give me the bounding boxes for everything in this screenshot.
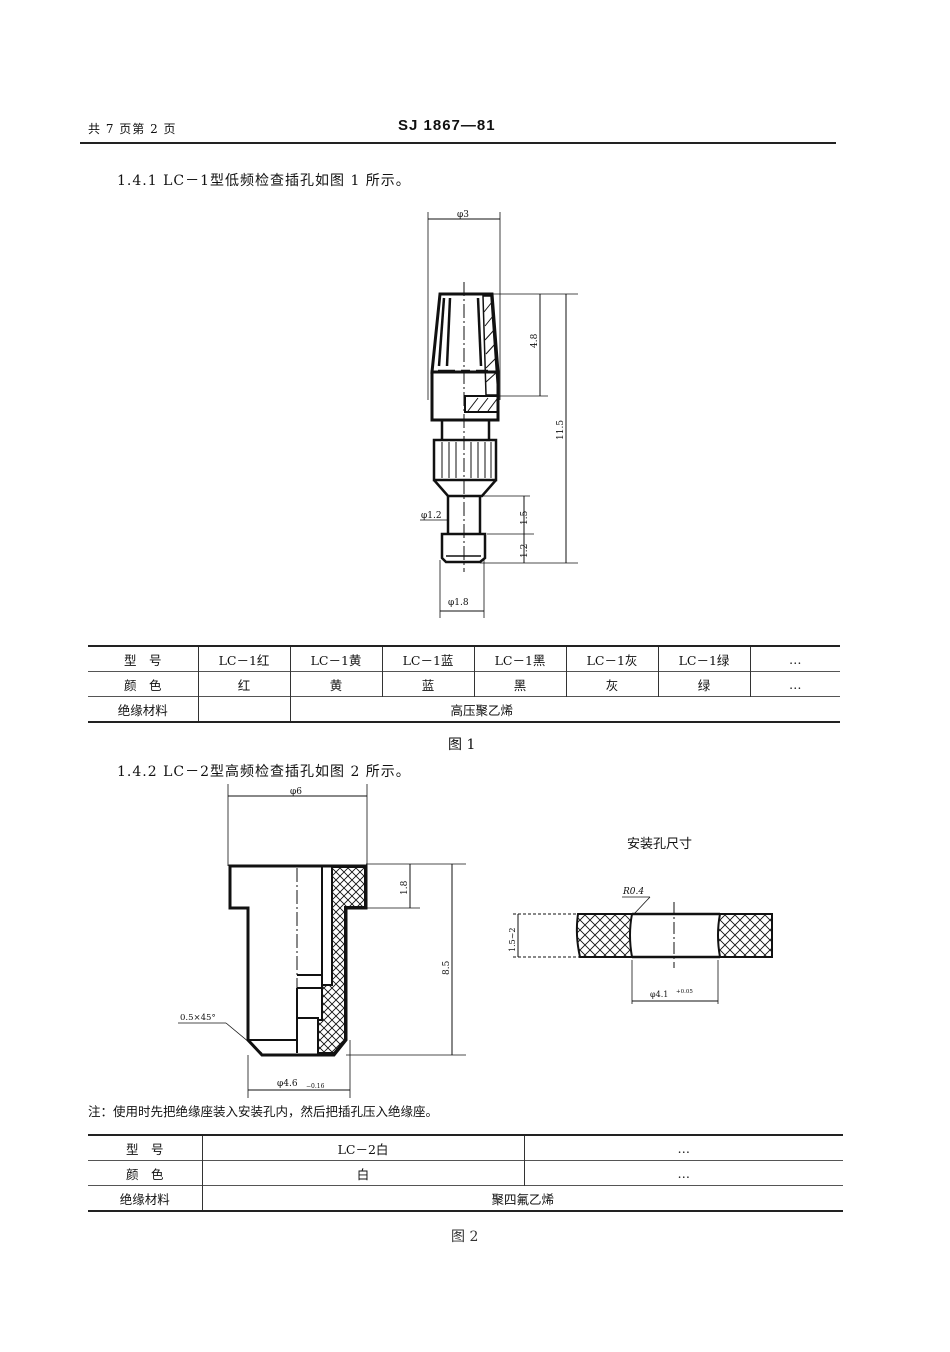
cell-material: 聚四氟乙烯 <box>201 1185 843 1211</box>
cell-model: LC－1蓝 <box>381 646 474 672</box>
table-1-spec: 型 号 LC－1红 LC－1黄 LC－1蓝 LC－1黑 LC－1灰 LC－1绿 … <box>88 645 840 723</box>
figure-2-drawing: φ6 1.8 8.5 0.5×45° φ4.6 −0.16 <box>178 784 466 1098</box>
table-2-spec: 型 号 LC－2白 … 颜 色 白 … 绝缘材料 聚四氟乙烯 <box>88 1134 843 1212</box>
table-row: 型 号 LC－1红 LC－1黄 LC－1蓝 LC－1黑 LC－1灰 LC－1绿 … <box>88 646 840 672</box>
dim-top-diameter: φ6 <box>290 787 302 797</box>
row-label-material: 绝缘材料 <box>88 696 198 722</box>
row-label-material: 绝缘材料 <box>88 1185 202 1211</box>
row-label-model: 型 号 <box>123 652 162 668</box>
cell-model: LC－1绿 <box>657 646 750 672</box>
dim-hole-diameter: φ4.1 <box>650 990 668 999</box>
cell-material: 高压聚乙烯 <box>289 696 840 722</box>
table-row: 绝缘材料 高压聚乙烯 <box>88 696 840 722</box>
table-row: 型 号 LC－2白 … <box>88 1135 843 1161</box>
dim-top-diameter: φ3 <box>457 210 469 220</box>
cell-model: LC－1黑 <box>473 646 566 672</box>
cell-color: 绿 <box>657 671 750 697</box>
header-rule <box>80 142 836 144</box>
cell-empty <box>197 696 290 722</box>
figure-2-caption: 图 2 <box>451 1229 479 1245</box>
cell-color: … <box>749 671 840 697</box>
row-label-model: 型 号 <box>125 1141 164 1157</box>
dim-tip-diameter: φ1.8 <box>448 598 469 608</box>
cell-color: … <box>523 1160 843 1186</box>
figure-1-drawing: φ3 4.8 11.5 φ1.2 1.5 1.2 φ1.8 <box>420 210 578 618</box>
cell-model: LC－1红 <box>197 646 290 672</box>
cell-color: 白 <box>201 1160 524 1186</box>
dim-thickness: 1.5~2 <box>508 927 517 952</box>
figure-1-caption: 图 1 <box>448 737 476 753</box>
cell-color: 红 <box>197 671 290 697</box>
dim-total-height: 8.5 <box>442 960 452 975</box>
mounting-hole-title: 安装孔尺寸 <box>627 837 693 852</box>
section-2-heading: 1.4.2 LC－2型高频检查插孔如图 2 所示。 <box>117 764 411 780</box>
dim-body-diameter: φ4.6 <box>277 1079 298 1089</box>
dim-head-length: 4.8 <box>530 333 540 348</box>
usage-note: 注：使用时先把绝缘座装入安装孔内，然后把插孔压入绝缘座。 <box>88 1104 439 1119</box>
mounting-hole-drawing: R0.4 1.5~2 φ4.1 +0.05 <box>508 887 773 1004</box>
dim-hole-tolerance: +0.05 <box>676 989 693 995</box>
cell-model: LC－1黄 <box>289 646 382 672</box>
table-row: 颜 色 红 黄 蓝 黑 灰 绿 … <box>88 671 840 697</box>
dim-flange-height: 1.8 <box>400 880 410 895</box>
cell-color: 灰 <box>565 671 658 697</box>
dim-radius: R0.4 <box>622 887 644 897</box>
page-info: 共 7 页第 2 页 <box>88 122 177 136</box>
dim-chamfer: 0.5×45° <box>180 1013 216 1023</box>
standard-code: SJ 1867—81 <box>398 117 496 134</box>
cell-model: LC－1灰 <box>565 646 658 672</box>
row-label-color: 颜 色 <box>88 1160 202 1186</box>
cell-color: 黑 <box>473 671 566 697</box>
table-row: 颜 色 白 … <box>88 1160 843 1186</box>
cell-color: 黄 <box>289 671 382 697</box>
dim-body-tolerance: −0.16 <box>306 1083 325 1090</box>
dim-total-length: 11.5 <box>556 420 566 440</box>
cell-color: 蓝 <box>381 671 474 697</box>
dim-neck-diameter: φ1.2 <box>421 511 442 521</box>
cell-model: … <box>749 646 840 672</box>
cell-model: … <box>523 1135 843 1161</box>
section-1-heading: 1.4.1 LC－1型低频检查插孔如图 1 所示。 <box>117 173 411 189</box>
cell-model: LC－2白 <box>201 1135 524 1161</box>
table-row: 绝缘材料 聚四氟乙烯 <box>88 1185 843 1211</box>
row-label-color: 颜 色 <box>88 671 198 697</box>
dim-tip-length: 1.2 <box>520 544 530 558</box>
dim-neck-length: 1.5 <box>520 510 530 525</box>
